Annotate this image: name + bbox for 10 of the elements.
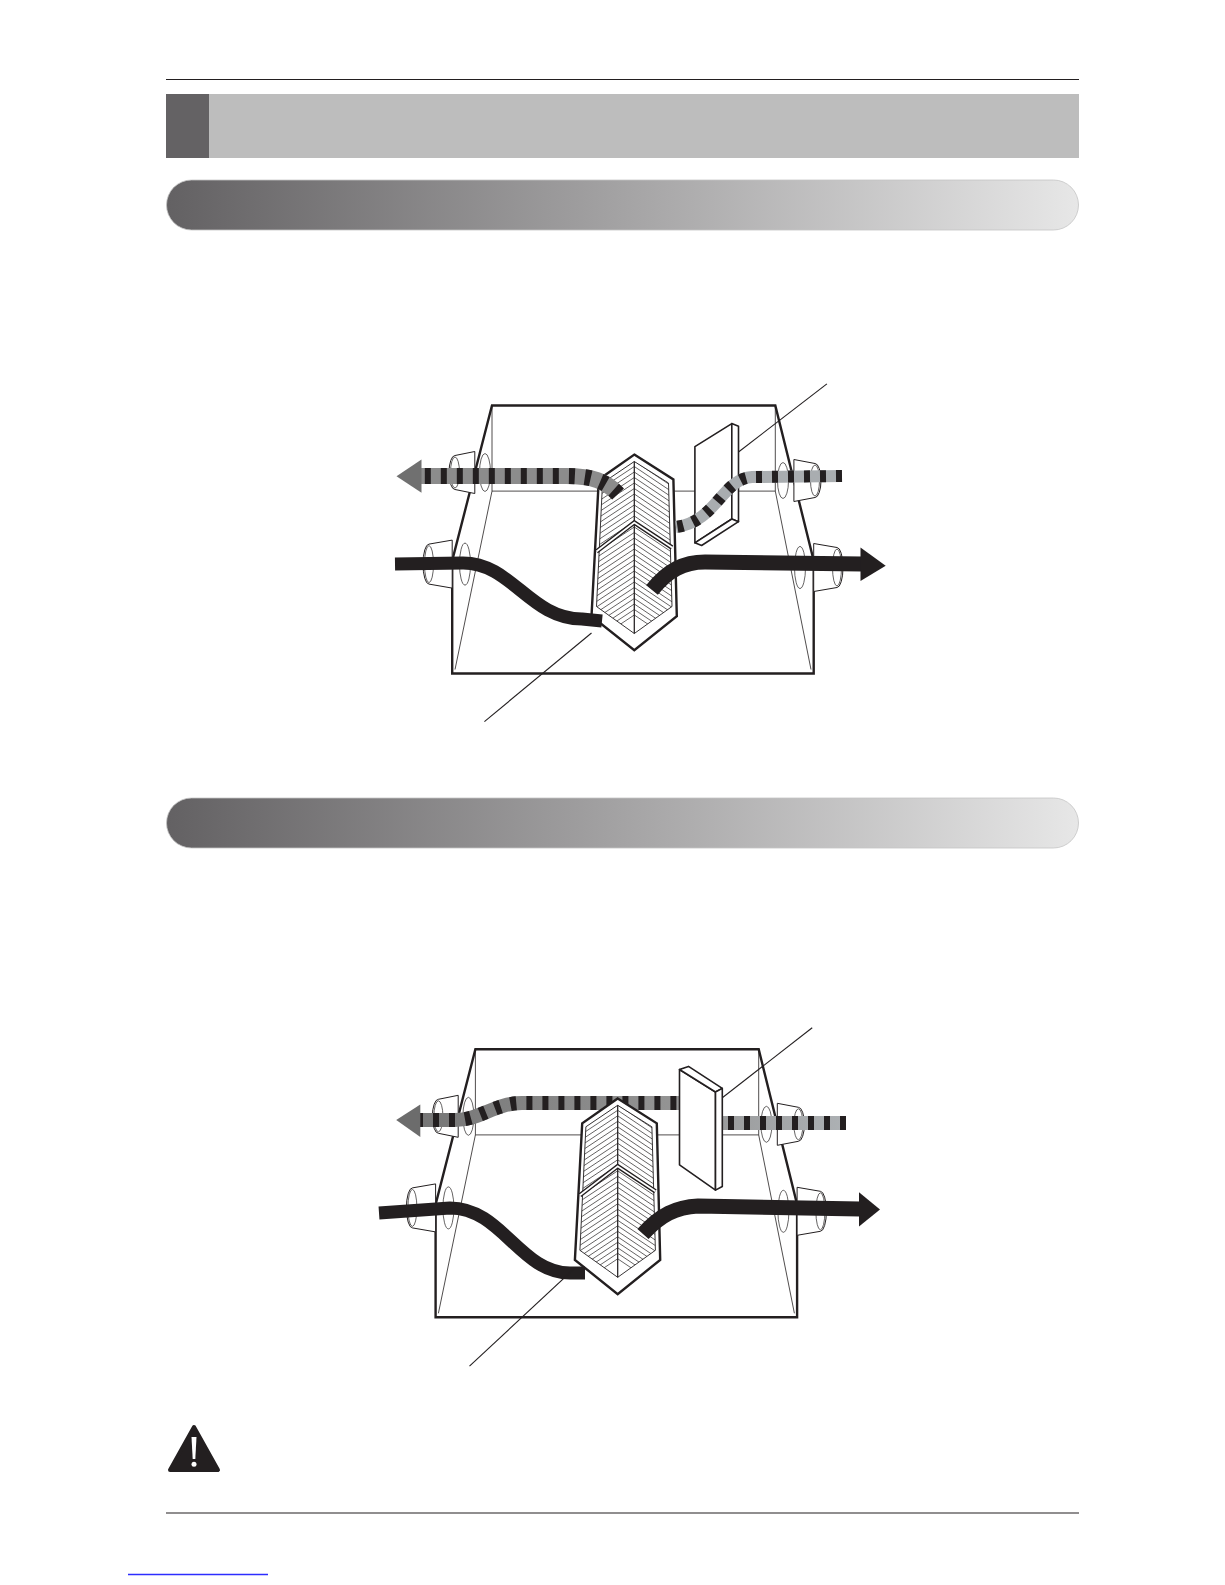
section-heading-bar bbox=[166, 797, 1079, 849]
leader-line bbox=[737, 383, 828, 453]
air-filter bbox=[694, 422, 740, 547]
leader-line bbox=[483, 632, 593, 723]
heat-exchanger-core bbox=[590, 453, 678, 652]
leader-line bbox=[721, 1027, 813, 1099]
heat-exchanger-core bbox=[573, 1096, 662, 1296]
title-bar bbox=[166, 94, 1079, 158]
section-heading-bar bbox=[166, 179, 1079, 231]
air-filter bbox=[678, 1065, 724, 1191]
